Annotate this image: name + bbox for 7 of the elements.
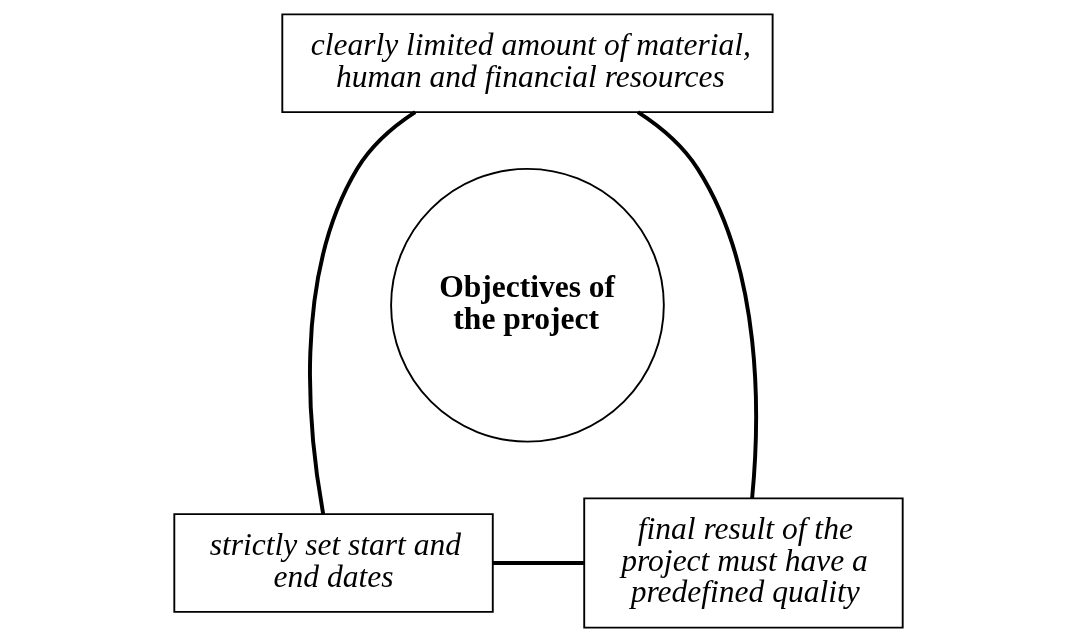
node-box: strictly set start and end dates [173, 513, 494, 613]
connector [308, 110, 417, 515]
node-box: final result of the project must have a predefined quality [583, 497, 904, 629]
node-circle: Objectives of the project [390, 167, 665, 443]
connector [636, 110, 758, 499]
connector [492, 561, 584, 565]
node-box: clearly limited amount of material, human and financial resources [281, 13, 774, 114]
